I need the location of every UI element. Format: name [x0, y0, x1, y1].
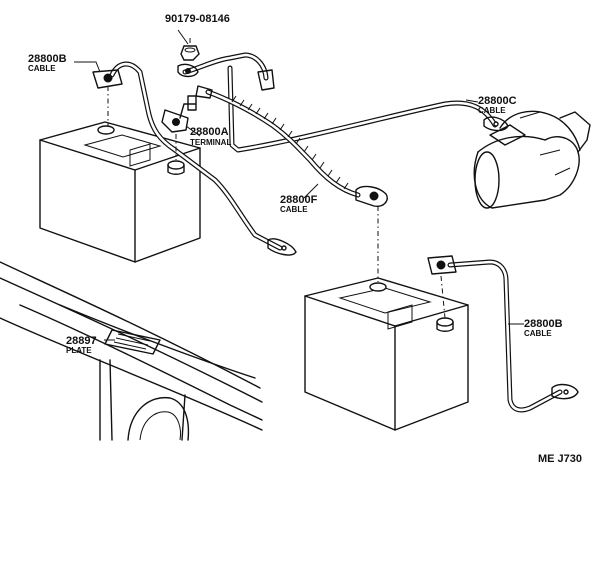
nut-90179-08146 — [180, 45, 200, 61]
cable-28800c — [177, 52, 509, 153]
identification-plate — [104, 329, 161, 355]
part-number: 28800B — [28, 53, 67, 65]
terminal-28800a — [161, 95, 197, 133]
vehicle-body — [0, 261, 263, 441]
part-desc: CABLE — [28, 64, 56, 73]
part-desc: CABLE — [524, 329, 552, 338]
label-cable-bottom-right: 28800B CABLE — [524, 318, 563, 338]
label-nut: 90179-08146 — [165, 13, 230, 25]
part-desc: CABLE — [478, 106, 506, 115]
battery-right — [304, 277, 469, 431]
figure-code: ME J730 — [538, 453, 582, 465]
part-desc: PLATE — [66, 346, 92, 355]
starter-motor — [473, 110, 591, 209]
cable-28800b-lower — [427, 255, 579, 413]
part-desc: TERMINAL — [190, 138, 231, 147]
cable-28800b-upper — [92, 61, 297, 256]
leader-lines — [74, 29, 524, 341]
part-number: 28800C — [478, 95, 517, 107]
label-terminal: 28800A TERMINAL — [190, 126, 231, 147]
label-cable-top-left: 28800B CABLE — [28, 53, 67, 73]
cable-28800f-coiled — [195, 85, 388, 208]
assembly-lines — [107, 38, 446, 319]
part-number: 28800F — [280, 194, 318, 206]
part-number: 28800B — [524, 318, 563, 330]
battery-left — [39, 121, 201, 263]
label-cable-coiled: 28800F CABLE — [280, 194, 318, 214]
label-plate: 28897 PLATE — [66, 335, 97, 355]
part-number: 28897 — [66, 335, 97, 347]
label-cable-starter: 28800C CABLE — [478, 95, 517, 115]
part-number: 28800A — [190, 126, 229, 138]
part-desc: CABLE — [280, 205, 308, 214]
part-number: 90179-08146 — [165, 13, 230, 25]
